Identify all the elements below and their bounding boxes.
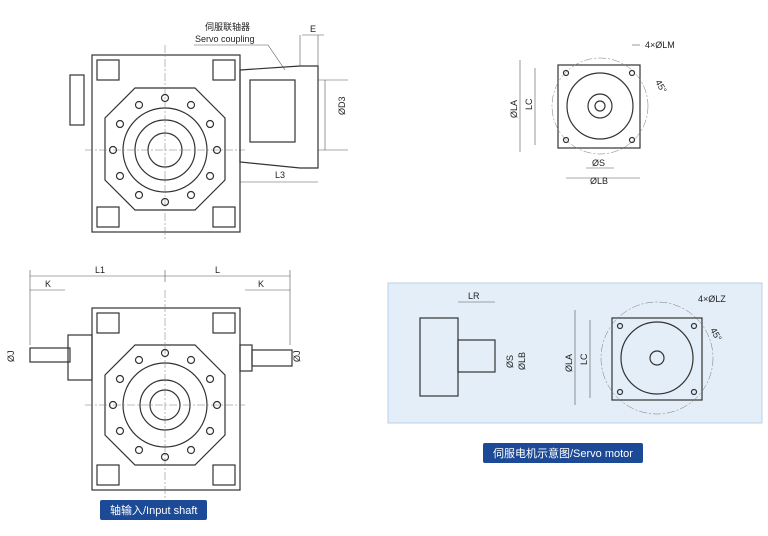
servo-motor-badge: 伺服电机示意图/Servo motor [483,443,643,463]
dim-la-panel: ØLA [564,354,574,372]
bolt-hole [205,374,215,384]
dim-lc-panel: LC [579,353,589,365]
bolt-hole [205,171,215,181]
dim-s-top: ØS [592,158,605,168]
gearbox-top-view: 伺服联轴器 Servo coupling E ØD3 L3 [69,21,348,240]
bolt-hole [134,355,144,365]
bolt-hole [212,145,222,155]
bolt-hole [205,426,215,436]
bolt-hole [212,400,222,410]
bolt-hole [108,145,118,155]
bolt-hole [134,100,144,110]
dim-la-top: ØLA [509,100,519,118]
bolt-hole [186,100,196,110]
holes-lm: 4×ØLM [645,40,675,50]
dim-k-left: K [45,279,51,289]
bolt-hole [186,445,196,455]
bolt-hole [205,119,215,129]
bolt-hole [186,355,196,365]
holes-lz: 4×ØLZ [698,294,726,304]
angle-top: 45° [653,78,669,95]
gearbox-input-view: L1 L K K ØJ ØJ [6,265,302,500]
dim-lb-panel: ØLB [517,352,527,370]
dim-l1: L1 [95,265,105,275]
motor-flange-top: 4×ØLM 45° ØLA LC ØS ØLB [509,40,675,186]
dim-lc-top: LC [524,98,534,110]
dim-lb-top: ØLB [590,176,608,186]
dim-e: E [310,24,316,34]
bolt-hole [115,171,125,181]
bolt-hole [160,197,170,207]
bolt-hole [186,190,196,200]
coupling-label-cn: 伺服联轴器 [205,21,250,32]
dim-d3: ØD3 [337,96,347,115]
dim-lr: LR [468,291,480,301]
dim-s-panel: ØS [505,355,515,368]
bolt-hole [134,190,144,200]
dim-k-right: K [258,279,264,289]
bolt-hole [115,426,125,436]
dim-l: L [215,265,220,275]
bolt-hole [108,400,118,410]
servo-motor-diagram: LR ØS ØLB ØLA LC 4×ØLZ 45° [419,291,726,415]
dim-j-left: ØJ [6,350,16,362]
bolt-hole [115,119,125,129]
bolt-hole [160,452,170,462]
dim-j-right: ØJ [292,350,302,362]
bolt-circle [108,93,222,207]
dim-l3: L3 [275,170,285,180]
bolt-hole [160,93,170,103]
coupling-label-en: Servo coupling [195,34,255,44]
bolt-hole [160,348,170,358]
bolt-hole [134,445,144,455]
bolt-hole [115,374,125,384]
input-shaft-badge: 轴输入/Input shaft [100,500,208,520]
